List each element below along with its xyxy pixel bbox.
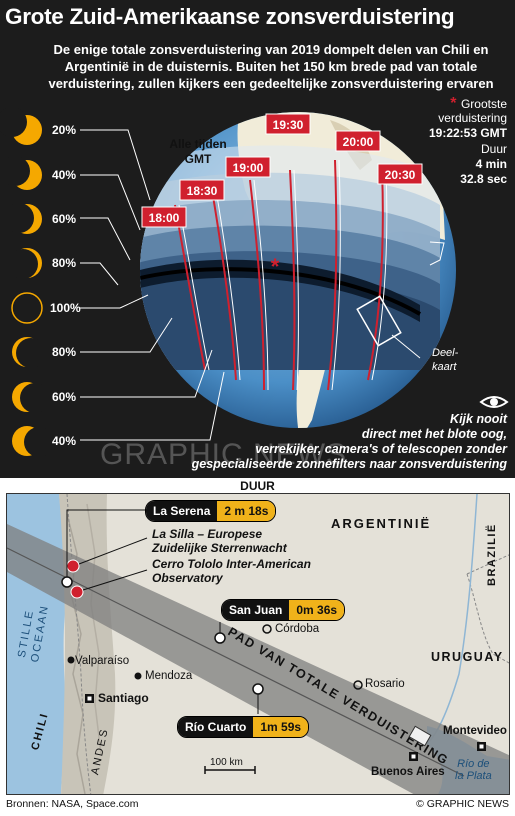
- phase-percentages: 20% 40% 60% 80% 100% 80% 60% 40%: [50, 123, 81, 448]
- svg-text:18:30: 18:30: [187, 184, 218, 198]
- valparaiso-label: Valparaíso: [75, 655, 130, 667]
- scale-label: 100 km: [210, 757, 243, 768]
- eye-icon: [479, 396, 509, 408]
- observatory-markers: [66, 559, 84, 599]
- brazil-label: BRAZILIË: [485, 523, 498, 586]
- site-markers: [61, 509, 264, 714]
- svg-text:40%: 40%: [52, 434, 76, 448]
- sun-phase-icons: [0, 107, 54, 457]
- scale-bar: [204, 766, 256, 774]
- subtitle: De enige totale zonsverduistering van 20…: [48, 42, 494, 91]
- cordoba-label: Córdoba: [275, 623, 320, 635]
- rosario-label: Rosario: [365, 678, 405, 690]
- sun-40-icon: [0, 156, 42, 190]
- greatest-eclipse-marker: *: [271, 254, 280, 279]
- sun-60-icon: [4, 203, 42, 234]
- safety-warning: Kijk nooit direct met het blote oog, ver…: [191, 412, 507, 471]
- montevideo-label: Montevideo: [443, 725, 507, 737]
- asterisk-icon: *: [450, 95, 461, 112]
- globe-diagram: * 18:00 18:30 19:0: [0, 107, 509, 457]
- svg-text:20:30: 20:30: [385, 168, 416, 182]
- svg-text:19:30: 19:30: [273, 118, 304, 132]
- credit: © GRAPHIC NEWS: [416, 798, 509, 810]
- inset-box: [356, 295, 402, 347]
- svg-text:20%: 20%: [52, 123, 76, 137]
- uruguay-label: URUGUAY: [431, 650, 504, 664]
- sun-80-icon: [8, 248, 42, 279]
- sources: Bronnen: NASA, Space.com: [6, 798, 139, 810]
- times-header-2: GMT: [185, 152, 212, 166]
- sun-80b-icon: [12, 337, 46, 368]
- greatest-eclipse-info: * Grootste verduistering 19:22:53 GMT Du…: [428, 95, 507, 187]
- svg-text:19:00: 19:00: [233, 161, 264, 175]
- svg-text:40%: 40%: [52, 168, 76, 182]
- city-markers: [67, 624, 486, 761]
- svg-text:18:00: 18:00: [149, 211, 180, 225]
- svg-text:60%: 60%: [52, 212, 76, 226]
- observatory-labels: La Silla – Europese Zuidelijke Sterrenwa…: [152, 527, 311, 585]
- inset-label-2: kaart: [432, 361, 457, 373]
- map-canvas: PAD VAN TOTALE VERDUISTERING: [7, 494, 509, 794]
- svg-text:60%: 60%: [52, 390, 76, 404]
- santiago-label: Santiago: [98, 691, 149, 705]
- watermark: GRAPHIC NEWS: [100, 438, 348, 471]
- argentina-label: ARGENTINIË: [331, 516, 432, 531]
- svg-text:80%: 80%: [52, 345, 76, 359]
- mendoza-label: Mendoza: [145, 670, 193, 682]
- buenos-aires-label: Buenos Aires: [371, 766, 445, 778]
- sun-20-icon: [0, 107, 42, 145]
- duration-header: DUUR: [240, 479, 275, 493]
- inset-label-1: Deel-: [432, 347, 459, 359]
- sun-60b-icon: [12, 382, 50, 413]
- svg-text:20:00: 20:00: [343, 135, 374, 149]
- partial-eclipse-bands: [140, 145, 440, 370]
- regional-map: PAD VAN TOTALE VERDUISTERING: [6, 493, 510, 795]
- times-header-1: Alle tijden: [169, 137, 226, 151]
- eclipse-overview-panel: Grote Zuid-Amerikaanse zonsverduistering…: [0, 0, 515, 478]
- totality-path: [7, 524, 509, 794]
- page-title: Grote Zuid-Amerikaanse zonsverduistering: [5, 4, 455, 29]
- sun-40b-icon: [12, 426, 54, 457]
- time-labels: 18:00 18:30 19:00 19:30 20:00 20:30: [141, 113, 423, 228]
- phase-leaders: [80, 129, 225, 441]
- svg-text:100%: 100%: [50, 301, 81, 315]
- sun-100-icon: [11, 292, 43, 324]
- svg-text:80%: 80%: [52, 256, 76, 270]
